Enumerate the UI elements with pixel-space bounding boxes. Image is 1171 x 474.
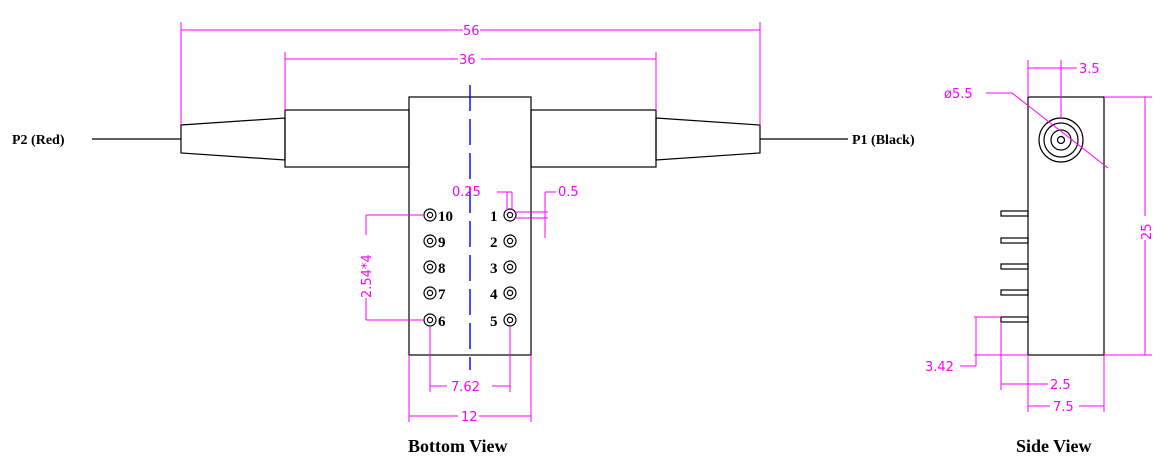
device-body-side <box>1027 96 1105 356</box>
pin-label: 9 <box>438 235 446 251</box>
pin-label: 4 <box>490 287 498 303</box>
dim-text-0-25: 0.25 <box>452 185 481 200</box>
bottom-dimensions: 56 36 0.25 0.5 <box>180 22 761 425</box>
side-view: Side View <box>1000 96 1105 456</box>
dim-pad-dia <box>514 191 556 238</box>
pin-label: 2 <box>490 235 498 251</box>
dim-text-2-54x4: 2.54*4 <box>360 254 375 298</box>
dim-body-width <box>408 355 532 422</box>
ferrule-middle <box>1043 122 1079 158</box>
dim-height <box>1104 96 1152 356</box>
bottom-view-title: Bottom View <box>408 436 507 456</box>
lead <box>1000 237 1029 244</box>
label-p2: P2 (Red) <box>12 133 65 148</box>
side-dimensions: 3.5 ø5.5 25 3.42 2.5 <box>925 60 1155 415</box>
pin-label: 3 <box>490 261 498 277</box>
boot-left <box>180 117 286 161</box>
pin-label: 10 <box>438 209 453 225</box>
dim-text-36: 36 <box>459 53 476 68</box>
pin-hole <box>503 208 517 222</box>
dim-pin-standoff <box>960 316 1028 367</box>
lead <box>1000 316 1029 323</box>
dim-text-3-42: 3.42 <box>925 360 954 375</box>
dim-text-7-5: 7.5 <box>1053 400 1074 415</box>
pin-hole <box>503 313 517 327</box>
pin-hole <box>423 208 437 222</box>
lead <box>1000 289 1029 296</box>
pin-hole <box>503 286 517 300</box>
pin-label: 7 <box>438 287 446 303</box>
pin-hole <box>423 313 437 327</box>
pin-hole <box>503 234 517 248</box>
pin-hole <box>423 286 437 300</box>
pin-label: 5 <box>490 314 498 330</box>
dim-row-spacing <box>429 326 511 392</box>
dim-fiber-offset <box>1027 60 1077 118</box>
boot-right <box>655 117 761 161</box>
pin-label: 8 <box>438 261 446 277</box>
lead <box>1000 263 1029 270</box>
pin-hole <box>503 260 517 274</box>
dim-pin-pitch <box>365 214 424 321</box>
ferrule-inner <box>1050 129 1072 151</box>
dim-text-3-5: 3.5 <box>1079 62 1100 77</box>
label-p1: P1 (Black) <box>852 133 915 148</box>
dim-fiber-dia <box>986 92 1109 169</box>
tube-left <box>284 109 410 168</box>
dim-overall-length <box>180 22 761 125</box>
pin-holes <box>423 208 517 327</box>
dim-text-2-5: 2.5 <box>1050 378 1071 393</box>
dim-text-d5-5: ø5.5 <box>944 87 973 102</box>
dim-pin-offset <box>1000 322 1048 412</box>
ferrule-outer <box>1038 117 1084 163</box>
dim-text-7-62: 7.62 <box>451 380 480 395</box>
pin-hole <box>423 234 437 248</box>
side-view-title: Side View <box>1016 436 1092 456</box>
dim-pin-dia <box>497 191 513 210</box>
dim-text-0-5: 0.5 <box>558 185 579 200</box>
dim-side-width <box>1028 355 1105 412</box>
bottom-view: 10 9 8 7 6 1 2 3 4 5 P2 (Red) P1 (Black)… <box>12 85 915 456</box>
pin-hole <box>423 260 437 274</box>
dim-text-56: 56 <box>463 24 480 39</box>
pin-label: 6 <box>438 314 446 330</box>
pin-label: 1 <box>490 209 498 225</box>
dim-text-12: 12 <box>461 410 478 425</box>
fiber-core <box>1056 135 1066 145</box>
tube-right <box>530 109 657 168</box>
lead <box>1000 210 1029 217</box>
dim-text-25: 25 <box>1140 223 1155 240</box>
dim-body-length <box>284 52 657 110</box>
